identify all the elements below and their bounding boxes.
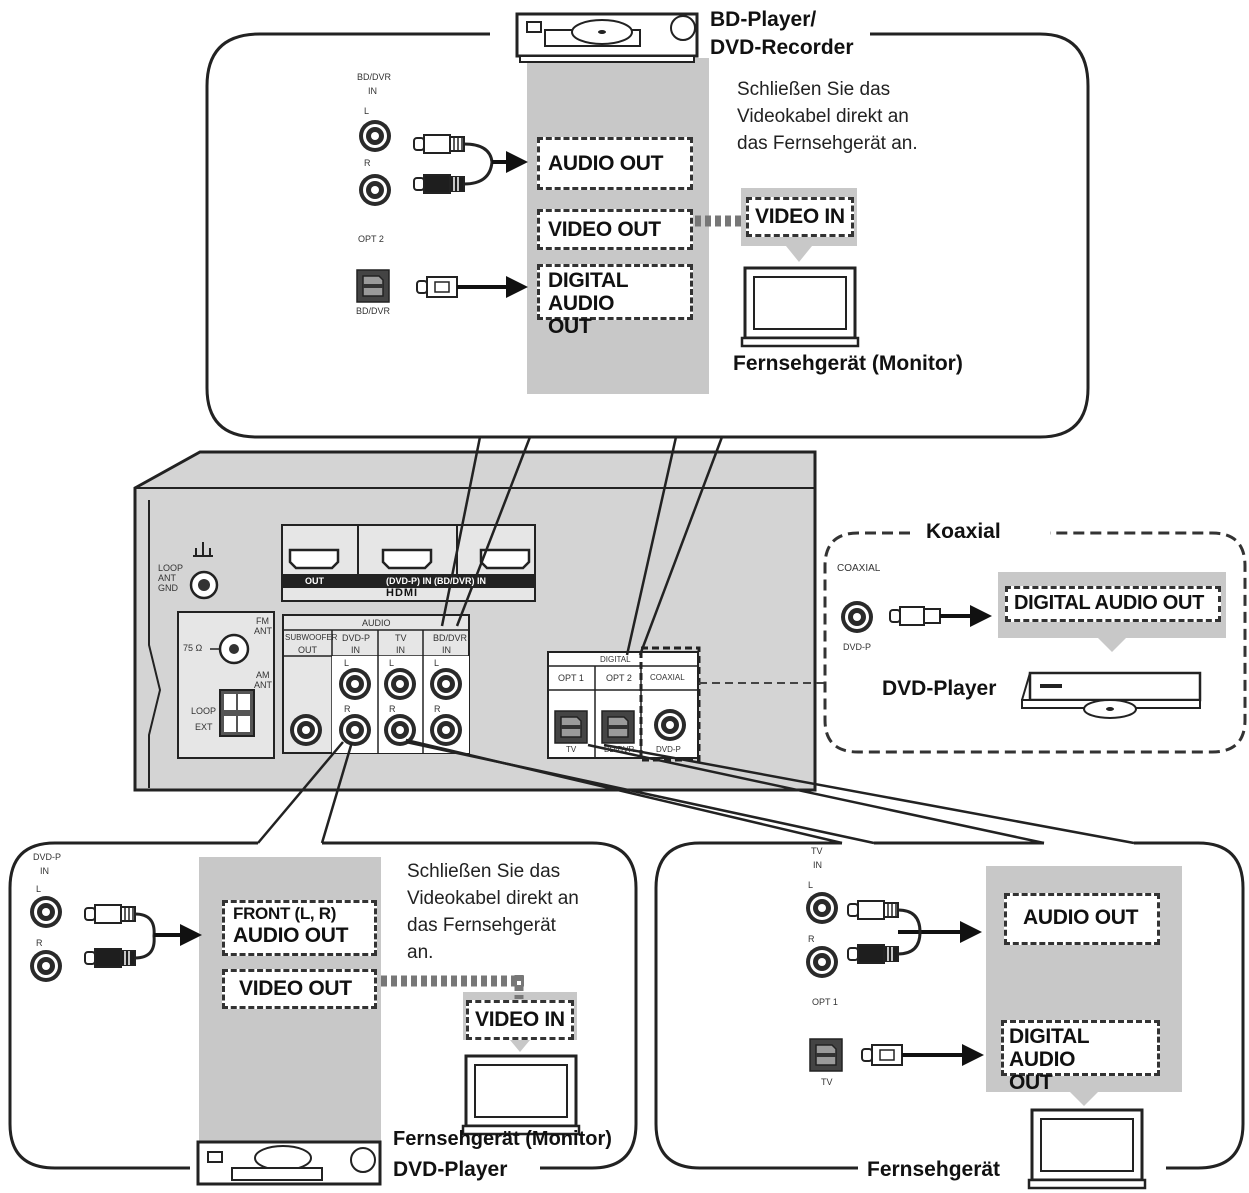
subwoofer-label-1: SUBWOOFER bbox=[285, 633, 338, 642]
bl-note-line2: Videokabel direkt an bbox=[407, 888, 579, 909]
bl-note-line4: an. bbox=[407, 942, 434, 963]
br-opt-label: OPT 1 bbox=[812, 997, 838, 1007]
br-jack-header-2: IN bbox=[813, 860, 822, 870]
am-label-2: ANT bbox=[254, 680, 272, 690]
dvdp-label-1: DVD-P bbox=[342, 633, 371, 643]
br-tv-label: Fernsehgerät bbox=[867, 1158, 1001, 1181]
bl-front-audio-out-box: FRONT (L, R) AUDIO OUT bbox=[222, 900, 377, 956]
am-label-1: AM bbox=[256, 670, 270, 680]
bl-jack-l: L bbox=[36, 884, 42, 894]
ext-label: EXT bbox=[195, 722, 213, 732]
top-video-out-text: VIDEO OUT bbox=[548, 218, 661, 241]
bl-monitor-label: Fernsehgerät (Monitor) bbox=[393, 1128, 612, 1150]
ch-r-1: R bbox=[344, 704, 351, 714]
top-opt-label: OPT 2 bbox=[358, 234, 384, 244]
br-digital-audio-out-line2: OUT bbox=[1009, 1071, 1053, 1095]
gnd-label-1: LOOP bbox=[158, 563, 184, 573]
top-jack-header-1: BD/DVR bbox=[357, 72, 392, 82]
coax-jack-sub: DVD-P bbox=[843, 642, 872, 652]
top-video-out-box: VIDEO OUT bbox=[537, 209, 693, 250]
bl-video-in-text: VIDEO IN bbox=[475, 1008, 565, 1031]
bl-video-out-box: VIDEO OUT bbox=[222, 969, 377, 1009]
coax-digital-audio-out-box: DIGITAL AUDIO OUT bbox=[1005, 586, 1221, 622]
top-jack-header-2: IN bbox=[368, 86, 377, 96]
top-jack-l: L bbox=[364, 106, 370, 116]
fm-label-2: ANT bbox=[254, 626, 272, 636]
top-note-line2: Videokabel direkt an bbox=[737, 106, 909, 127]
gnd-label-2: ANT bbox=[158, 573, 176, 583]
br-digital-audio-out-box: DIGITAL AUDIO OUT bbox=[1001, 1020, 1160, 1094]
br-audio-out-text: AUDIO OUT bbox=[1023, 906, 1139, 929]
dvdp-label-2: IN bbox=[351, 645, 360, 655]
audio-header: AUDIO bbox=[362, 618, 391, 628]
top-video-in-box: VIDEO IN bbox=[746, 197, 854, 237]
top-note-line1: Schließen Sie das bbox=[737, 79, 891, 100]
bl-front-line2: AUDIO OUT bbox=[233, 923, 349, 947]
subwoofer-label-2: OUT bbox=[298, 645, 317, 655]
bl-front-line1: FRONT (L, R) bbox=[233, 904, 337, 923]
ch-l-1: L bbox=[344, 658, 350, 668]
coaxial-header: COAXIAL bbox=[650, 673, 685, 682]
bl-jack-r: R bbox=[36, 938, 43, 948]
coax-jack-label: COAXIAL bbox=[837, 563, 881, 574]
ch-r-3: R bbox=[434, 704, 441, 714]
coax-dvd-player-label: DVD-Player bbox=[882, 677, 997, 700]
br-jack-header-1: TV bbox=[811, 846, 823, 856]
coax-title: Koaxial bbox=[926, 520, 1001, 543]
br-jack-l: L bbox=[808, 880, 814, 890]
br-jack-r: R bbox=[808, 934, 815, 944]
bl-note-line1: Schließen Sie das bbox=[407, 861, 561, 882]
br-digital-audio-out-line1: DIGITAL AUDIO bbox=[1009, 1025, 1089, 1072]
hdmi-in-label: (DVD-P) IN (BD/DVR) IN bbox=[386, 576, 486, 586]
fm-label-1: FM bbox=[256, 616, 269, 626]
opt1-sub: TV bbox=[566, 745, 577, 754]
gnd-label-3: GND bbox=[158, 583, 178, 593]
coax-digital-audio-out-text: DIGITAL AUDIO OUT bbox=[1014, 592, 1205, 614]
br-audio-out-box: AUDIO OUT bbox=[1004, 893, 1160, 945]
coax-sub: DVD-P bbox=[656, 745, 681, 754]
bl-note-line3: das Fernsehgerät bbox=[407, 915, 556, 936]
bl-dvd-player-label: DVD-Player bbox=[393, 1158, 508, 1181]
opt1-header: OPT 1 bbox=[558, 673, 584, 683]
bddvr-label-2: IN bbox=[442, 645, 451, 655]
hdmi-logo: HDMI bbox=[386, 587, 419, 599]
loop-label: LOOP bbox=[191, 706, 217, 716]
top-digital-audio-out-line1: DIGITAL AUDIO bbox=[548, 269, 628, 316]
opt2-header: OPT 2 bbox=[606, 673, 632, 683]
top-digital-audio-out-box: DIGITAL AUDIO OUT bbox=[537, 264, 693, 338]
bl-jack-header-2: IN bbox=[40, 866, 49, 876]
ch-l-2: L bbox=[389, 658, 395, 668]
tv-label-1: TV bbox=[395, 633, 407, 643]
top-jack-r: R bbox=[364, 158, 371, 168]
bl-video-in-box: VIDEO IN bbox=[466, 1000, 574, 1040]
top-video-in-text: VIDEO IN bbox=[755, 205, 845, 228]
opt2-sub: BD/DVR bbox=[604, 745, 635, 754]
top-audio-out-box: AUDIO OUT bbox=[537, 137, 693, 190]
top-note-line3: das Fernsehgerät an. bbox=[737, 133, 918, 154]
top-digital-audio-out-line2: OUT bbox=[548, 315, 592, 339]
bd-player-label-line1: BD-Player/ bbox=[710, 8, 817, 31]
br-opt-sub: TV bbox=[821, 1077, 833, 1087]
tv-label-2: IN bbox=[396, 645, 405, 655]
top-monitor-label: Fernsehgerät (Monitor) bbox=[733, 352, 963, 375]
top-opt-sub: BD/DVR bbox=[356, 306, 391, 316]
hdmi-out-label: OUT bbox=[305, 576, 324, 586]
ch-r-2: R bbox=[389, 704, 396, 714]
bddvr-label-1: BD/DVR bbox=[433, 633, 468, 643]
digital-header: DIGITAL bbox=[600, 655, 631, 664]
ohm-label: 75 Ω bbox=[183, 643, 203, 653]
ch-l-3: L bbox=[434, 658, 440, 668]
bd-player-label-line2: DVD-Recorder bbox=[710, 36, 854, 59]
bl-video-out-text: VIDEO OUT bbox=[239, 977, 352, 1000]
bl-jack-header-1: DVD-P bbox=[33, 852, 62, 862]
top-audio-out-text: AUDIO OUT bbox=[548, 152, 664, 175]
